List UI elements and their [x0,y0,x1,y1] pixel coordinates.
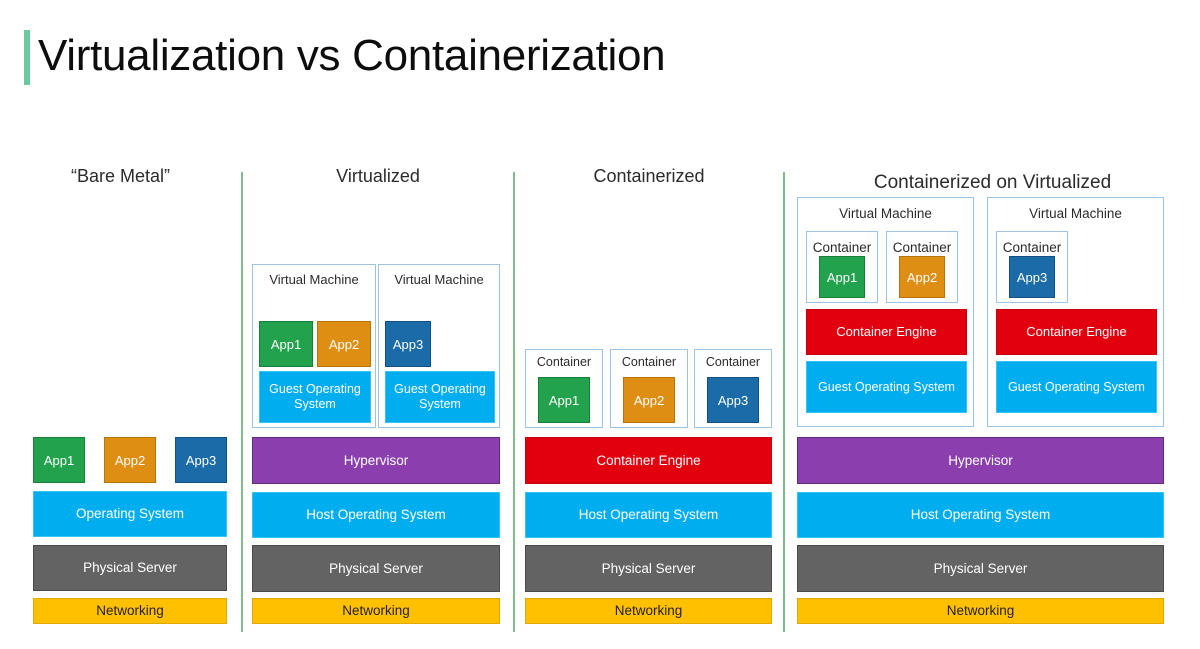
vm-title-label: Virtual Machine [269,272,359,287]
page-title: Virtualization vs Containerization [38,31,666,80]
contvirt-vm2-container-1[interactable]: Container App3 [996,231,1068,303]
container-title-label: Container [621,355,677,369]
contvirt-host-operating-system-bar[interactable]: Host Operating System [797,492,1164,538]
app-tile-app1[interactable]: App1 [538,377,590,423]
column-header-virtualized: Virtualized [336,166,420,186]
column-virtualized: Virtualized [243,160,513,187]
virtualized-physical-server-bar[interactable]: Physical Server [252,545,500,592]
container-engine-bar[interactable]: Container Engine [806,309,967,355]
container-engine-bar[interactable]: Container Engine [996,309,1157,355]
virtualized-networking-bar[interactable]: Networking [252,598,500,624]
virtualized-vm-2[interactable]: Virtual Machine App3 Guest Operating Sys… [378,264,500,428]
contvirt-hypervisor-bar[interactable]: Hypervisor [797,437,1164,484]
container-title-label: Container [812,240,872,255]
vm-title-label: Virtual Machine [839,206,932,221]
contvirt-networking-bar[interactable]: Networking [797,598,1164,624]
guest-operating-system-bar[interactable]: Guest Operating System [996,361,1157,413]
column-bare-metal: “Bare Metal” [0,160,241,187]
column-containerized: Containerized [515,160,783,187]
container-title-label: Container [705,355,761,369]
column-header-bare-metal: “Bare Metal” [70,166,171,186]
bare-metal-networking-bar[interactable]: Networking [33,598,227,624]
virtualized-hypervisor-bar[interactable]: Hypervisor [252,437,500,484]
container-title-label: Container [536,355,592,369]
guest-operating-system-bar[interactable]: Guest Operating System [385,371,495,423]
vm-apps-row: App3 [385,321,495,367]
column-containerized-on-virtualized: Containerized on Virtualized [785,160,1200,194]
column-divider-1 [241,172,243,632]
contvirt-vm-1[interactable]: Virtual Machine Container App1 Container… [797,197,974,427]
bare-metal-physical-server-bar[interactable]: Physical Server [33,545,227,591]
virtualized-vm-1[interactable]: Virtual Machine App1 App2 Guest Operatin… [252,264,376,428]
app-tile-app3[interactable]: App3 [1009,256,1055,298]
app-tile-app1[interactable]: App1 [259,321,313,367]
app-tile-app2[interactable]: App2 [104,437,156,483]
vm-title-label: Virtual Machine [394,272,484,287]
column-header-containerized-on-virtualized: Containerized on Virtualized [873,172,1112,193]
contvirt-vm1-container-1[interactable]: Container App1 [806,231,878,303]
app-tile-app2[interactable]: App2 [899,256,945,298]
container-title-label: Container [1002,240,1062,255]
bare-metal-operating-system-bar[interactable]: Operating System [33,491,227,537]
title-accent-bar [24,30,30,85]
guest-operating-system-bar[interactable]: Guest Operating System [806,361,967,413]
app-tile-app3[interactable]: App3 [175,437,227,483]
app-tile-app1[interactable]: App1 [33,437,85,483]
contvirt-vm-2[interactable]: Virtual Machine Container App3 Container… [987,197,1164,427]
container-title-label: Container [892,240,952,255]
containerized-host-operating-system-bar[interactable]: Host Operating System [525,492,772,538]
containerized-container-3[interactable]: Container App3 [694,349,772,428]
column-divider-3 [783,172,785,632]
vm-title-label: Virtual Machine [1029,206,1122,221]
virtualized-host-operating-system-bar[interactable]: Host Operating System [252,492,500,538]
app-tile-app1[interactable]: App1 [819,256,865,298]
column-divider-2 [513,172,515,632]
containerized-container-engine-bar[interactable]: Container Engine [525,437,772,484]
containerized-networking-bar[interactable]: Networking [525,598,772,624]
app-tile-app3[interactable]: App3 [707,377,759,423]
vm-apps-row: App1 App2 [259,321,371,367]
containerized-physical-server-bar[interactable]: Physical Server [525,545,772,592]
bare-metal-apps-row: App1 App2 App3 [33,437,227,483]
contvirt-physical-server-bar[interactable]: Physical Server [797,545,1164,592]
app-tile-app3[interactable]: App3 [385,321,431,367]
guest-operating-system-bar[interactable]: Guest Operating System [259,371,371,423]
app-tile-app2[interactable]: App2 [623,377,675,423]
containerized-container-1[interactable]: Container App1 [525,349,603,428]
contvirt-vm1-container-2[interactable]: Container App2 [886,231,958,303]
containerized-container-2[interactable]: Container App2 [610,349,688,428]
column-header-containerized: Containerized [593,166,705,186]
slide-header: Virtualization vs Containerization [0,0,1200,120]
app-tile-app2[interactable]: App2 [317,321,371,367]
